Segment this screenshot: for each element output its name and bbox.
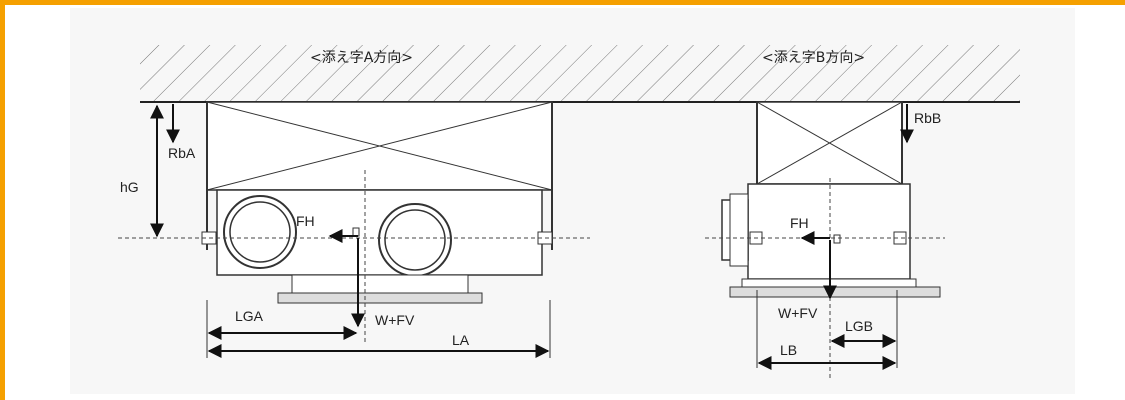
la-label: LA <box>452 332 470 348</box>
ceiling-hatch <box>140 45 1020 102</box>
view-b-title: <添え字B方向> <box>762 50 865 66</box>
lgb-label: LGB <box>845 318 873 334</box>
view-a-unit <box>201 101 553 304</box>
fh-a-label: FH <box>296 213 315 229</box>
lb-label: LB <box>780 342 797 358</box>
wfv-a-label: W+FV <box>375 312 415 328</box>
frame-top-border <box>0 0 1125 5</box>
wfv-b-label: W+FV <box>778 305 818 321</box>
lga-label: LGA <box>235 308 264 324</box>
frame-left-border <box>0 0 5 400</box>
rbb-label: RbB <box>914 110 941 126</box>
fh-b-label: FH <box>790 215 809 231</box>
view-a-title: <添え字A方向> <box>310 50 413 66</box>
rba-label: RbA <box>168 145 196 161</box>
hg-label: hG <box>120 179 139 195</box>
